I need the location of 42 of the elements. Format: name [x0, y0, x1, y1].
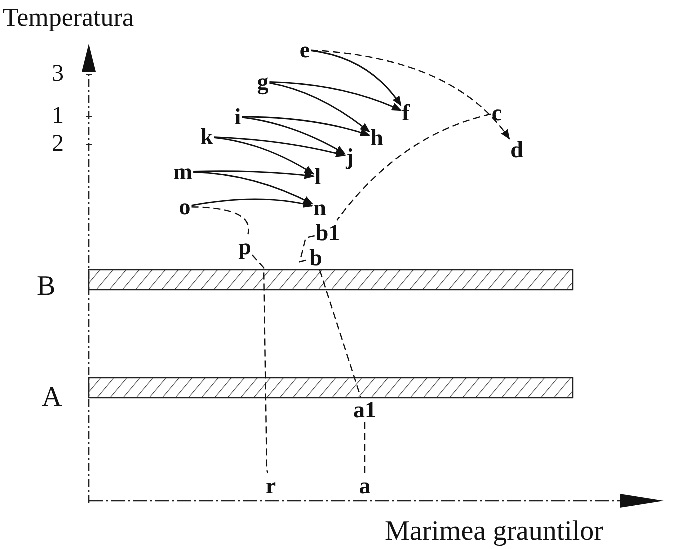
curved-arrow	[214, 137, 315, 175]
curve-line	[364, 422, 366, 474]
point-label: i	[234, 106, 242, 128]
curved-arrow	[194, 170, 315, 180]
point-label: b	[310, 246, 322, 270]
point-label: k	[200, 126, 214, 148]
point-label: p	[238, 236, 252, 258]
curve-line	[192, 206, 250, 235]
point-label: n	[314, 196, 326, 220]
axis-title: Marimea grauntilor	[385, 518, 604, 546]
point-label: d	[510, 138, 524, 162]
tick-label: 2	[52, 132, 64, 156]
curved-arrow	[270, 82, 370, 133]
curve-line	[252, 254, 268, 474]
point-label: f	[402, 102, 410, 124]
point-label: h	[370, 126, 384, 150]
point-label: l	[314, 166, 322, 188]
point-label: g	[257, 70, 269, 94]
point-label: r	[266, 474, 276, 498]
curved-arrow	[242, 116, 371, 137]
curve-line	[336, 114, 492, 221]
tick-label: 1	[52, 104, 64, 128]
curved-arrow	[311, 50, 510, 140]
point-label: b1	[316, 222, 340, 244]
tick-label: 3	[52, 62, 64, 86]
point-label: m	[173, 160, 193, 184]
point-label: a1	[354, 398, 376, 422]
curved-arrow	[311, 50, 402, 106]
point-label: c	[492, 102, 502, 124]
curved-arrow	[242, 116, 346, 155]
curved-arrow	[194, 172, 314, 205]
point-label: o	[179, 196, 191, 218]
point-label: j	[346, 146, 354, 168]
point-label: e	[300, 38, 310, 62]
axis-title: Temperatura	[3, 5, 134, 31]
curve-line	[299, 235, 315, 263]
band-label: A	[42, 384, 62, 412]
point-label: a	[359, 474, 371, 498]
curved-arrow	[214, 136, 346, 158]
curved-arrow	[270, 81, 402, 112]
curved-arrow	[192, 198, 314, 208]
band-label: B	[37, 273, 56, 301]
